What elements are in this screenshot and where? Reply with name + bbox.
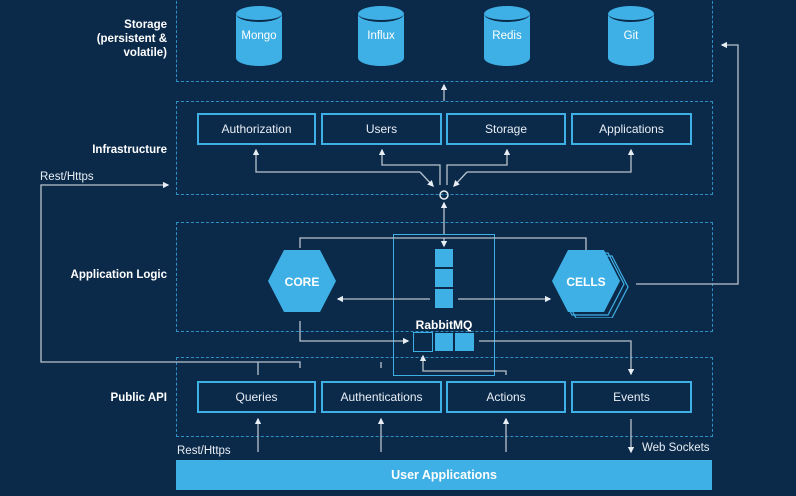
database-label: Mongo <box>241 30 277 42</box>
db-cylinder-top <box>484 6 530 22</box>
public-api-layer-label: Public API <box>110 392 167 404</box>
database-influx[interactable]: Influx <box>358 6 404 70</box>
core-to-horizontal-queue-line <box>299 321 410 345</box>
rest-https-top-label: Rest/Https <box>40 171 94 183</box>
api-queries-box[interactable]: Queries <box>197 381 316 413</box>
core-hexagon[interactable] <box>266 248 338 314</box>
hub-to-storage-service-line <box>446 148 511 185</box>
database-git[interactable]: Git <box>608 6 654 70</box>
queue-cell-horizontal-1 <box>434 332 454 352</box>
database-label: Redis <box>492 30 522 42</box>
cells-hexagon[interactable] <box>550 248 640 318</box>
rest-https-top-line <box>40 181 301 368</box>
application-logic-layer-label: Application Logic <box>70 269 167 281</box>
hub-node <box>439 190 449 200</box>
storage-label-line-3: volatile) <box>123 47 167 59</box>
hub-to-applications-line <box>467 148 635 173</box>
db-cylinder-body <box>236 14 282 66</box>
storage-label-line-1: Storage <box>124 19 167 31</box>
database-mongo[interactable]: Mongo <box>236 6 282 70</box>
infra-storage-box[interactable]: Storage <box>446 113 566 145</box>
core-to-queue-line <box>299 237 448 248</box>
infra-authorization-box[interactable]: Authorization <box>197 113 316 145</box>
database-label: Influx <box>367 30 395 42</box>
db-cylinder-top <box>608 6 654 22</box>
queue-cell-vertical-1 <box>434 248 454 268</box>
api-events-box[interactable]: Events <box>571 381 692 413</box>
rabbitmq-container[interactable] <box>393 234 495 376</box>
cells-to-storage-line <box>636 41 739 285</box>
storage-layer-label: Storage (persistent & volatile) <box>40 18 167 60</box>
database-label: Git <box>623 30 639 42</box>
db-cylinder-body <box>358 14 404 66</box>
hub-apps-diagonal <box>453 171 468 187</box>
queue-cell-vertical-2 <box>434 268 454 288</box>
queue-cell-vertical-3 <box>434 288 454 309</box>
hub-to-authorization-line <box>252 148 420 173</box>
actions-to-queue-line <box>419 354 507 375</box>
db-cylinder-top <box>358 6 404 22</box>
database-redis[interactable]: Redis <box>484 6 530 70</box>
storage-zone <box>176 0 713 82</box>
hub-auth-diagonal <box>419 171 434 187</box>
hub-to-users-line <box>378 148 441 185</box>
rest-https-bottom-label: Rest/Https <box>177 445 231 457</box>
storage-label-line-2: (persistent & <box>96 33 167 45</box>
infra-applications-box[interactable]: Applications <box>571 113 692 145</box>
db-cylinder-body <box>608 14 654 66</box>
queue-cell-horizontal-empty <box>413 332 433 352</box>
infra-users-box[interactable]: Users <box>321 113 442 145</box>
queue-to-events-line <box>479 340 635 376</box>
api-actions-box[interactable]: Actions <box>446 381 566 413</box>
infrastructure-layer-label: Infrastructure <box>92 144 167 156</box>
api-authentications-box[interactable]: Authentications <box>321 381 442 413</box>
infrastructure-zone <box>176 101 713 195</box>
core-label: CORE <box>284 275 320 289</box>
db-cylinder-body <box>484 14 530 66</box>
user-applications-bar[interactable]: User Applications <box>176 460 712 490</box>
queue-cell-horizontal-2 <box>454 332 475 352</box>
db-cylinder-top <box>236 6 282 22</box>
public-api-zone <box>176 357 713 437</box>
web-sockets-label: Web Sockets <box>642 442 710 454</box>
rabbitmq-label: RabbitMQ <box>415 318 473 332</box>
cells-label: CELLS <box>566 275 606 289</box>
